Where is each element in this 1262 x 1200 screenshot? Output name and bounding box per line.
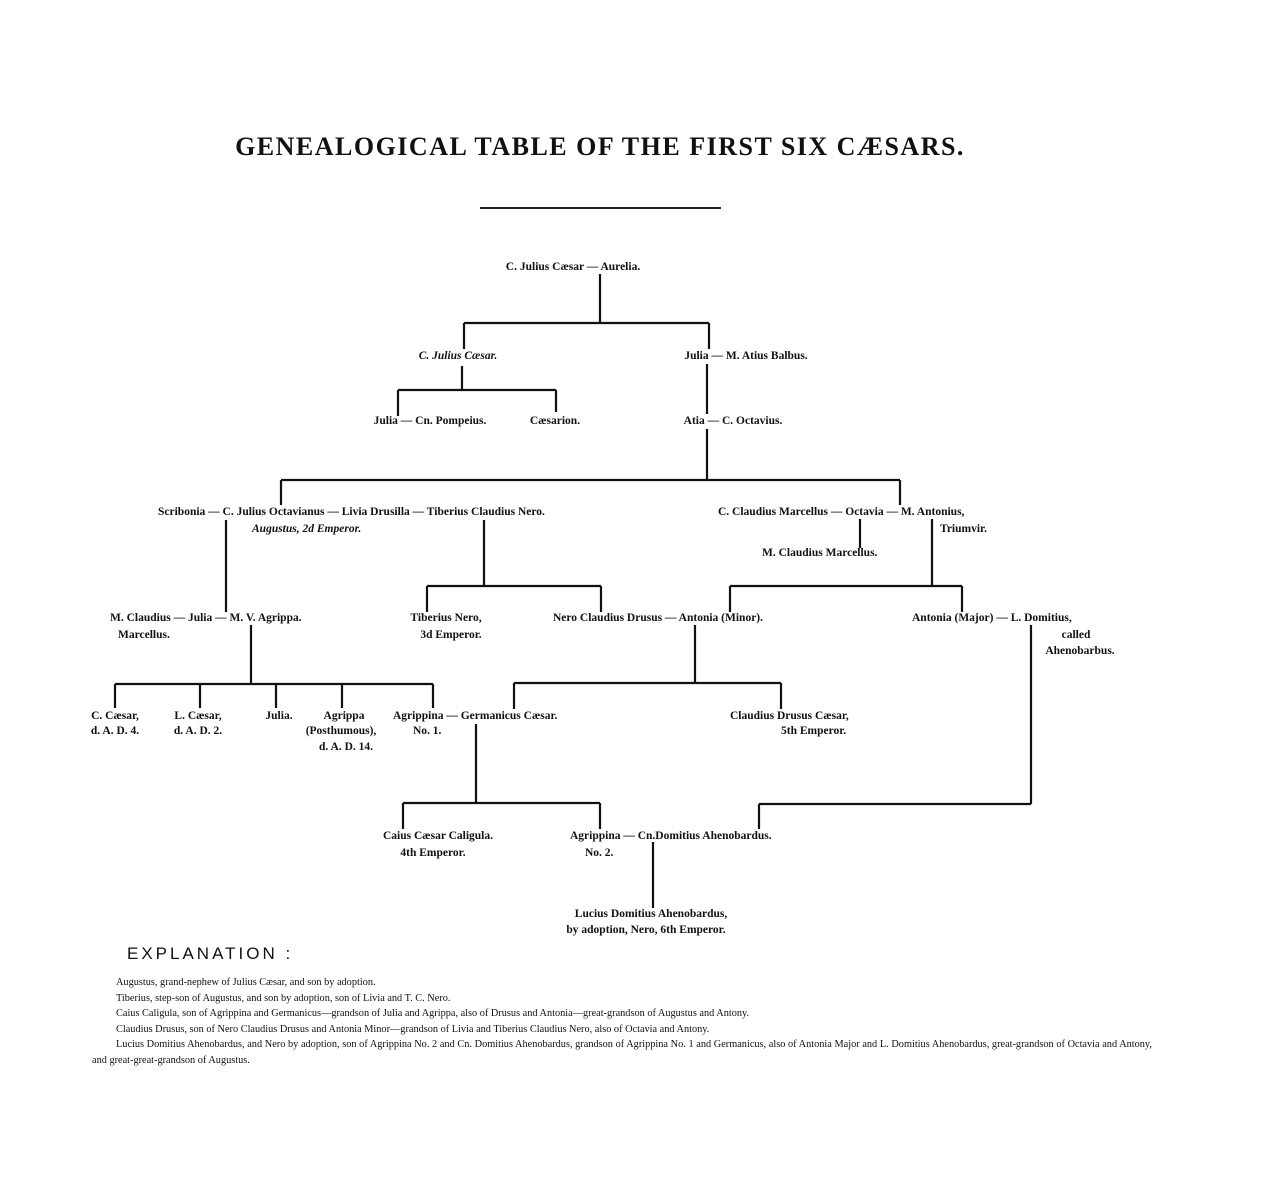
explanation-body: Augustus, grand-nephew of Julius Cæsar, … bbox=[92, 975, 1152, 1068]
node-agrippa-posthumous-line2: (Posthumous), bbox=[305, 725, 377, 737]
explanation-line: Augustus, grand-nephew of Julius Cæsar, … bbox=[116, 977, 376, 988]
node-julia: Julia. bbox=[265, 710, 293, 722]
explanation-heading: EXPLANATION : bbox=[127, 944, 294, 963]
node-claudius-emperor: 5th Emperor. bbox=[781, 725, 847, 737]
connector-drusus-antonia bbox=[512, 625, 783, 709]
node-nero: Lucius Domitius Ahenobardus, bbox=[574, 908, 728, 920]
node-tiberius-nero: Tiberius Nero, bbox=[410, 612, 482, 624]
page-title: GENEALOGICAL TABLE OF THE FIRST SIX CÆSA… bbox=[235, 132, 965, 161]
node-caesarion: Cæsarion. bbox=[529, 415, 581, 427]
node-m-claudius-marcellus: M. Claudius Marcellus. bbox=[762, 547, 878, 559]
node-agrippa-posthumous-death: d. A. D. 14. bbox=[319, 741, 373, 753]
connector-agrippina-germanicus bbox=[401, 724, 602, 829]
explanation-line: Claudius Drusus, son of Nero Claudius Dr… bbox=[116, 1023, 710, 1035]
node-marcellus-line2: Marcellus. bbox=[118, 629, 170, 641]
explanation-line: Lucius Domitius Ahenobardus, and Nero by… bbox=[92, 1039, 1152, 1066]
node-c-caesar-death: d. A. D. 4. bbox=[90, 725, 140, 737]
node-julia-pompeius: Julia — Cn. Pompeius. bbox=[373, 415, 487, 427]
node-c-caesar: C. Cæsar, bbox=[91, 710, 139, 722]
node-c-julius-caesar: C. Julius Cæsar. bbox=[418, 350, 498, 362]
node-caesar-aurelia: C. Julius Cæsar — Aurelia. bbox=[505, 261, 641, 273]
explanation-line: Tiberius, step-son of Augustus, and son … bbox=[116, 992, 451, 1004]
node-agrippina-no2: No. 2. bbox=[585, 847, 614, 859]
node-triumvir: Triumvir. bbox=[940, 523, 987, 535]
node-agrippina-no1: No. 1. bbox=[413, 725, 442, 737]
connector-octavia-antonius bbox=[728, 519, 964, 612]
node-domitius-called: called bbox=[1061, 629, 1091, 641]
node-agrippa-posthumous: Agrippa bbox=[323, 710, 365, 722]
connector-atia-octavius bbox=[279, 429, 902, 505]
node-caligula-emperor: 4th Emperor. bbox=[400, 847, 466, 859]
node-agrippina2-domitius: Agrippina — Cn.Domitius Ahenobardus. bbox=[570, 830, 772, 842]
node-antonia-domitius: Antonia (Major) — L. Domitius, bbox=[912, 612, 1072, 624]
node-claudius: Claudius Drusus Cæsar, bbox=[730, 710, 849, 722]
node-scribonia-octavianus: Scribonia — C. Julius Octavianus — Livia… bbox=[158, 506, 545, 518]
node-caligula: Caius Cæsar Caligula. bbox=[382, 830, 494, 842]
connector-c-julius-caesar bbox=[396, 366, 558, 416]
node-julia-balbus: Julia — M. Atius Balbus. bbox=[684, 350, 808, 362]
title-rule bbox=[480, 207, 721, 209]
connector-antonia-major bbox=[757, 625, 1033, 829]
node-marcellus-octavia-antonius: C. Claudius Marcellus — Octavia — M. Ant… bbox=[718, 506, 965, 518]
node-tiberius-emperor: 3d Emperor. bbox=[420, 629, 482, 641]
node-atia-octavius: Atia — C. Octavius. bbox=[683, 415, 783, 427]
connector-caesar-aurelia bbox=[462, 274, 711, 349]
node-drusus-antonia: Nero Claudius Drusus — Antonia (Minor). bbox=[553, 612, 764, 624]
node-l-caesar: L. Cæsar, bbox=[174, 710, 222, 722]
node-l-caesar-death: d. A. D. 2. bbox=[173, 725, 223, 737]
explanation-line: Caius Caligula, son of Agrippina and Ger… bbox=[116, 1008, 750, 1019]
node-nero-line2: by adoption, Nero, 6th Emperor. bbox=[566, 924, 726, 936]
connector-julia-agrippa bbox=[113, 625, 435, 708]
connector-livia-nero bbox=[425, 520, 603, 612]
node-domitius-ahenobarbus: Ahenobarbus. bbox=[1045, 645, 1115, 657]
node-agrippina-germanicus: Agrippina — Germanicus Cæsar. bbox=[393, 710, 558, 722]
node-marcellus-julia-agrippa: M. Claudius — Julia — M. V. Agrippa. bbox=[110, 612, 302, 624]
node-augustus: Augustus, 2d Emperor. bbox=[252, 523, 362, 535]
